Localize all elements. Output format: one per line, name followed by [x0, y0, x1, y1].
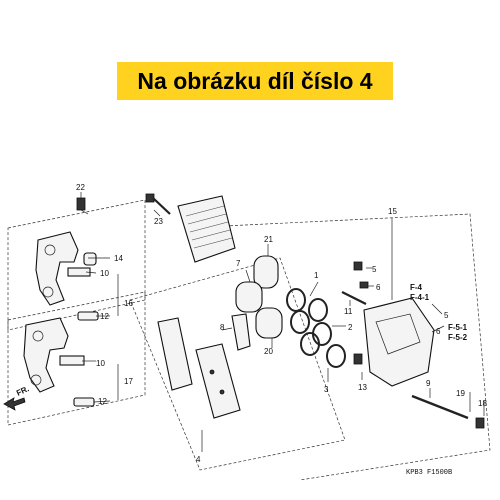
label-13: 13	[358, 383, 367, 392]
leader-lines	[80, 192, 485, 452]
code-f51: F-5-1	[448, 323, 468, 332]
label-6-upper: 6	[376, 283, 381, 292]
label-3: 3	[324, 385, 329, 394]
pad-shim	[177, 195, 236, 263]
group-boundaries	[7, 199, 491, 481]
piston-21	[253, 255, 279, 289]
bolt-22	[76, 197, 89, 215]
code-f4: F-4	[410, 283, 423, 292]
label-8: 8	[220, 323, 225, 332]
label-23: 23	[154, 217, 163, 226]
label-18: 18	[478, 399, 487, 408]
boot-14	[83, 252, 97, 266]
brake-pad-inner	[157, 317, 193, 391]
label-6-lower: 6	[436, 327, 441, 336]
label-10-lower: 10	[96, 359, 105, 368]
brake-pad-outer	[195, 343, 241, 419]
label-4: 4	[196, 455, 201, 464]
pin-11	[341, 291, 367, 305]
label-5-lower: 5	[444, 311, 449, 320]
seal-3	[300, 332, 346, 368]
label-15: 15	[388, 207, 397, 216]
label-7: 7	[236, 259, 241, 268]
caliper-body	[363, 297, 435, 387]
pin-12-lower	[73, 397, 95, 407]
label-11: 11	[344, 307, 353, 316]
label-12-upper: 12	[100, 312, 109, 321]
piston-7	[235, 281, 263, 313]
part-labels: 22 14 10 16 12 10 17 12 23 21 7 8 20 4 1…	[76, 183, 487, 464]
label-12-lower: 12	[98, 397, 107, 406]
banner-text: Na obrázku díl číslo 4	[137, 67, 373, 94]
bleeder-5	[353, 261, 363, 271]
pad-spring-8	[231, 313, 251, 351]
drawing-reference: KPB3 F1500B	[406, 469, 452, 477]
front-arrow-label: FR.	[15, 384, 30, 398]
part-number-banner: Na obrázku díl číslo 4	[117, 62, 393, 100]
label-16: 16	[124, 299, 133, 308]
piston-20	[255, 307, 283, 339]
clip-10-lower	[59, 355, 85, 366]
cap-6	[359, 281, 369, 289]
caliper-bracket-lower	[23, 317, 69, 393]
pin-19	[411, 394, 469, 420]
label-20: 20	[264, 347, 273, 356]
caliper-bracket-upper	[35, 231, 79, 306]
code-f52: F-5-2	[448, 333, 468, 342]
label-9: 9	[426, 379, 431, 388]
pin-12-upper	[77, 311, 99, 321]
label-22: 22	[76, 183, 85, 192]
code-f41: F-4-1	[410, 293, 430, 302]
label-10-upper: 10	[100, 269, 109, 278]
label-21: 21	[264, 235, 273, 244]
bolt-13	[353, 353, 363, 365]
label-17: 17	[124, 377, 133, 386]
label-19: 19	[456, 389, 465, 398]
bolt-23	[145, 193, 171, 215]
label-14: 14	[114, 254, 123, 263]
label-1: 1	[314, 271, 319, 280]
reference-codes: F-4 F-4-1 F-5-1 F-5-2	[410, 283, 468, 342]
label-2: 2	[348, 323, 353, 332]
plug-18	[475, 417, 485, 429]
clip-10-upper	[67, 267, 91, 277]
label-5-upper: 5	[372, 265, 377, 274]
